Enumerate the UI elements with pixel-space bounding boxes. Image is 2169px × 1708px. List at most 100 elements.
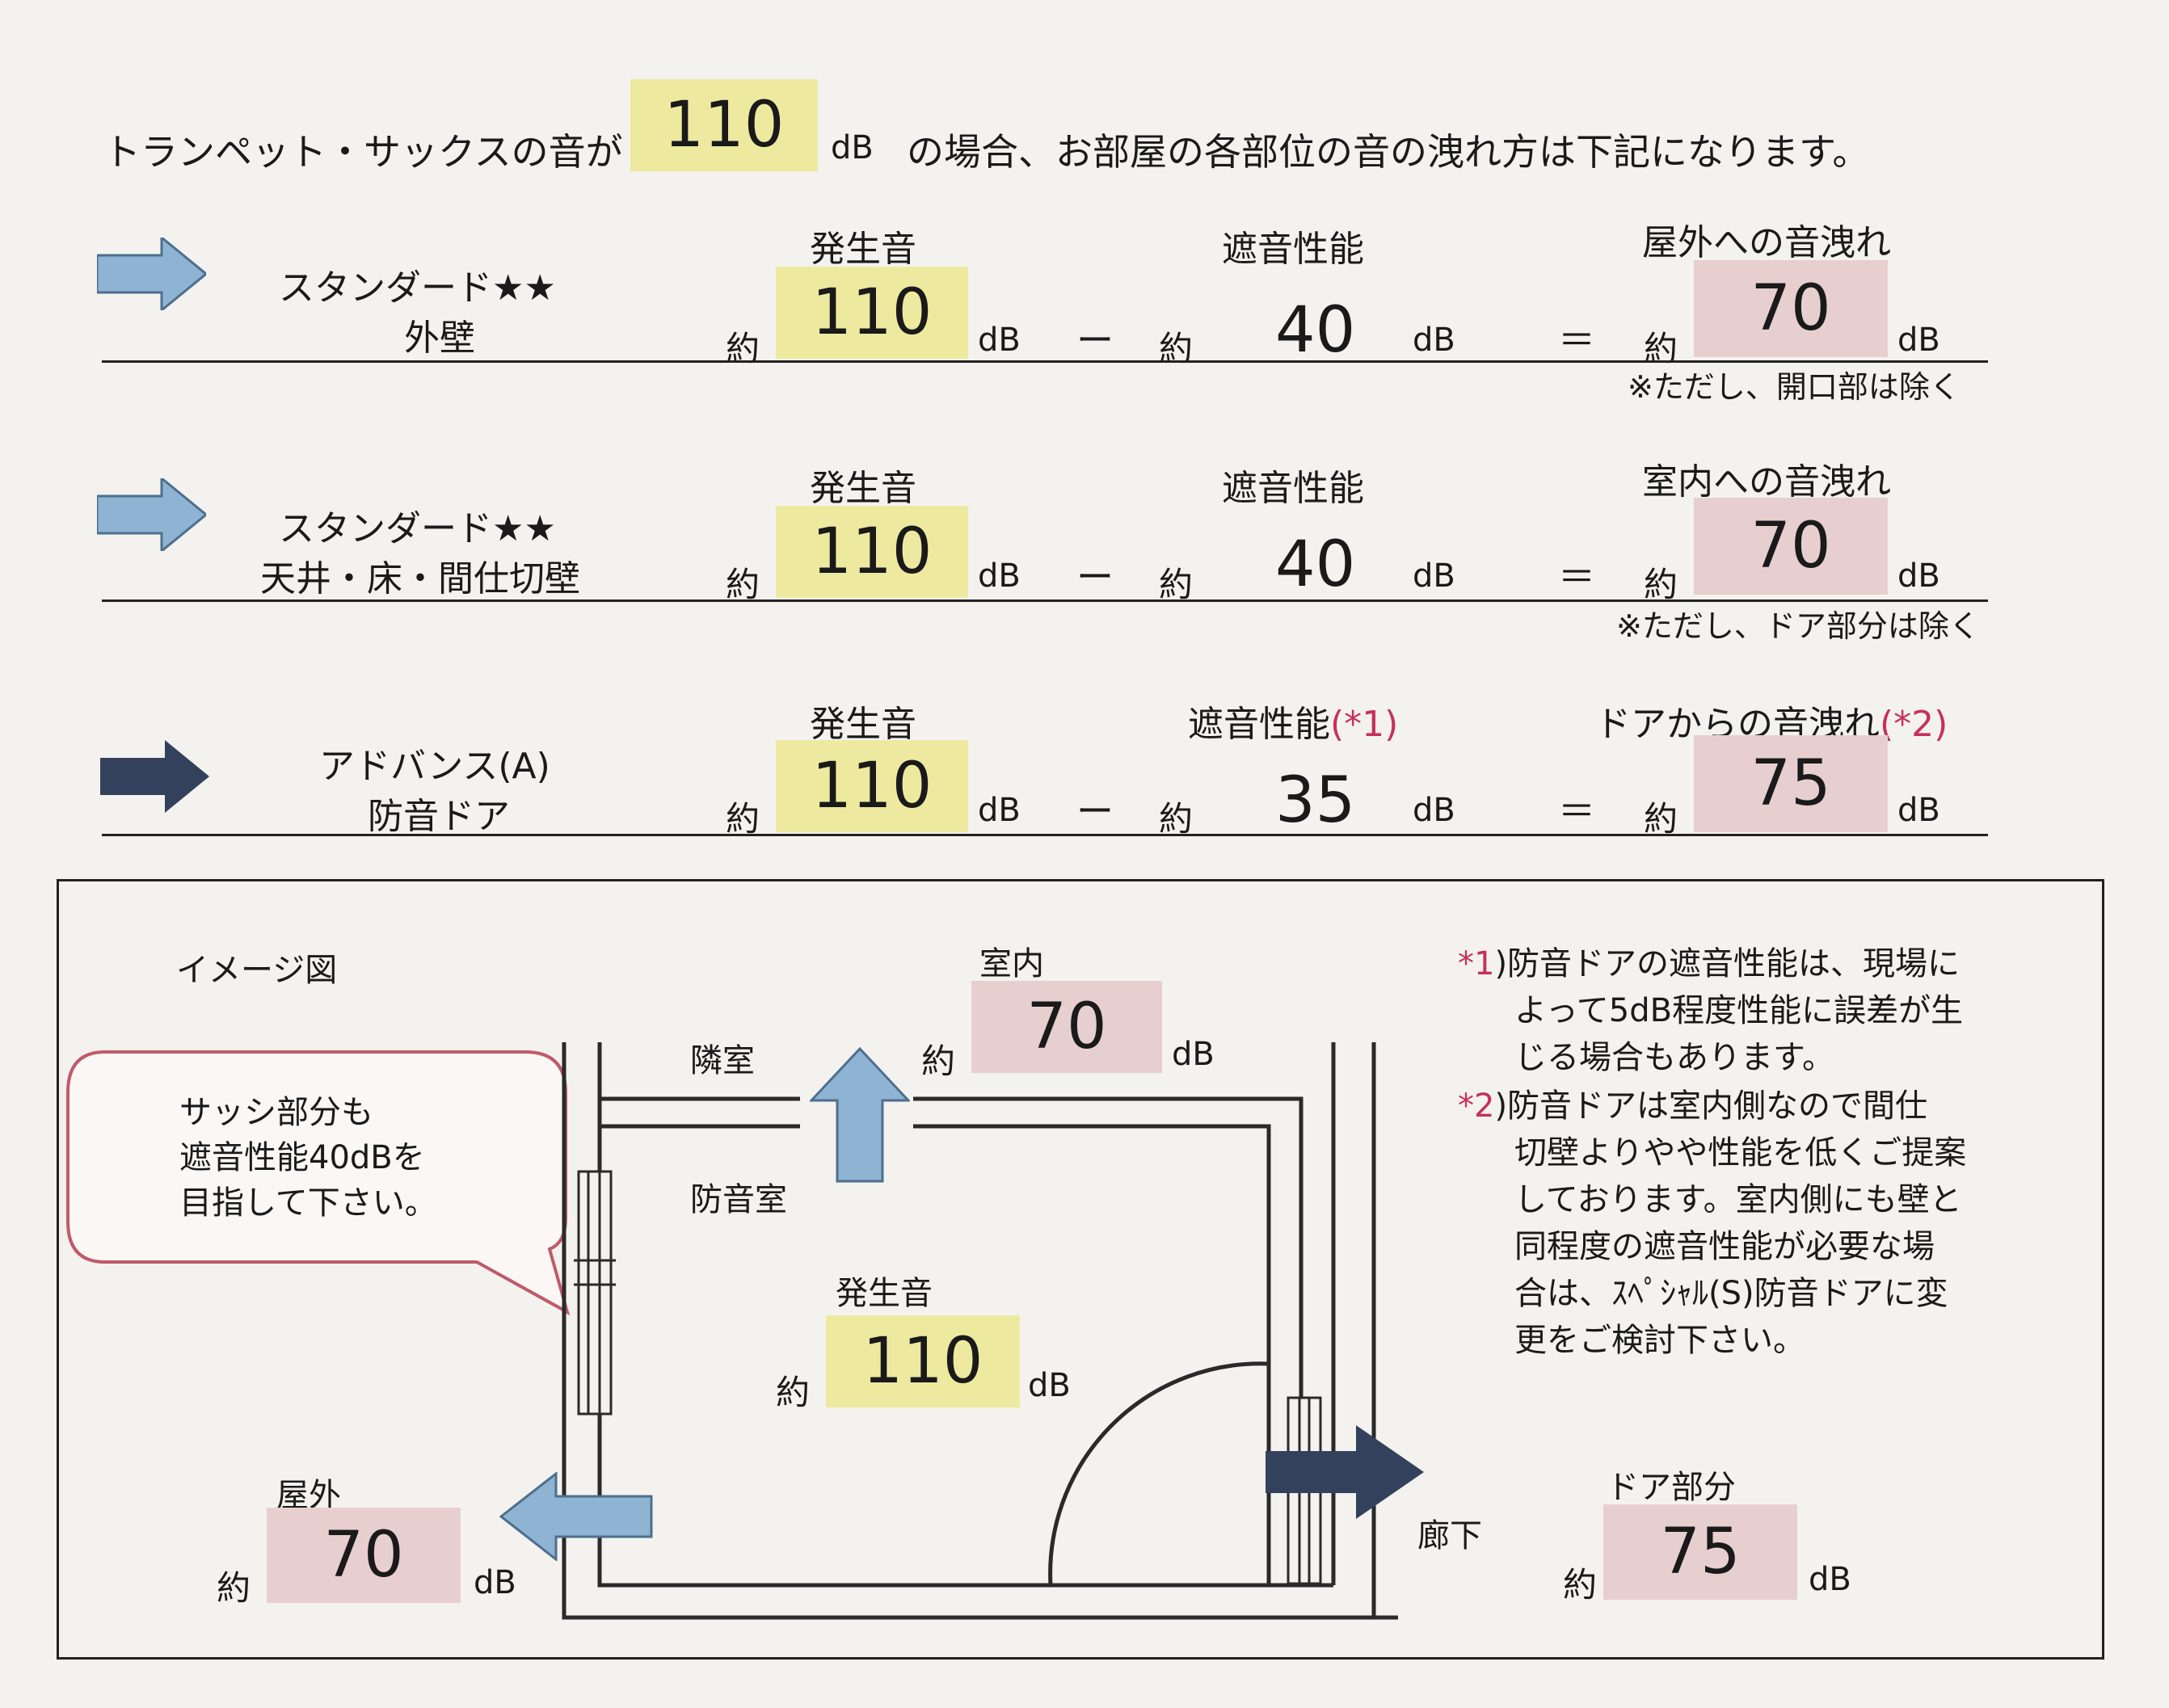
unit-label: dB (978, 322, 1021, 359)
minus-sign: ー (1076, 555, 1114, 599)
arrow-left-icon (499, 1472, 653, 1561)
approx-label: 約 (217, 1568, 251, 1608)
result-value-box: 70 (1694, 260, 1888, 357)
footnote-line: 切壁よりやや性能を低くご提案 (1514, 1134, 1967, 1172)
unit-label: dB (1172, 1036, 1215, 1073)
unit-label: dB (1897, 557, 1940, 595)
approx-label: 約 (1159, 329, 1194, 368)
unit-label: dB (978, 557, 1021, 595)
header-value: 110 (663, 89, 785, 162)
arrow-up-icon (810, 1047, 910, 1183)
soundproof-room-label: 防音室 (690, 1181, 787, 1218)
footnote-line: 更をご検討下さい。 (1514, 1322, 1805, 1359)
insulation-value: 40 (1275, 294, 1356, 367)
minus-sign: ー (1076, 789, 1114, 833)
door-value-box: 75 (1603, 1504, 1797, 1600)
unit-label: dB (978, 792, 1021, 829)
source-value: 110 (862, 1325, 983, 1398)
neighbor-room-label: 隣室 (690, 1042, 755, 1079)
arrow-right-icon (97, 478, 206, 551)
approx-label: 約 (726, 799, 760, 839)
arrow-right-dark-icon (1266, 1425, 1424, 1519)
callout-line: サッシ部分も (179, 1094, 373, 1131)
result-value: 75 (1750, 747, 1831, 820)
door-value: 75 (1660, 1516, 1741, 1588)
diagram-title: イメージ図 (176, 952, 338, 989)
indoor-label: 室内 (979, 945, 1044, 982)
header-suffix: の場合、お部屋の各部位の音の洩れ方は下記になります。 (907, 130, 1870, 174)
unit-label: dB (1028, 1367, 1071, 1404)
callout-line: 目指して下さい。 (179, 1184, 437, 1222)
footnote-line: *1)防音ドアの遮音性能は、現場に (1458, 937, 1960, 984)
approx-label: 約 (776, 1373, 811, 1412)
indoor-value: 70 (1026, 991, 1107, 1063)
row-grade: スタンダード★★ (279, 508, 556, 549)
source-value-box: 110 (776, 506, 968, 598)
footnote-mark: *1 (1458, 945, 1495, 982)
footnote-line: *2)防音ドアは室内側なので間仕 (1458, 1079, 1927, 1126)
minus-sign: ー (1076, 318, 1114, 362)
result-value-box: 70 (1694, 498, 1888, 595)
source-header: 発生音 (810, 229, 916, 270)
approx-label: 約 (1644, 565, 1678, 604)
result-header: 屋外への音洩れ (1642, 222, 1891, 263)
door-part-label: ドア部分 (1607, 1469, 1736, 1506)
source-label: 発生音 (836, 1275, 933, 1312)
approx-label: 約 (1159, 565, 1194, 604)
footnote-mark: (*2) (1880, 704, 1948, 745)
footnote-line: 同程度の遮音性能が必要な場 (1514, 1228, 1935, 1265)
insulation-header-text: 遮音性能 (1188, 704, 1330, 745)
unit-label: dB (1897, 792, 1940, 829)
insulation-value: 40 (1275, 528, 1356, 601)
row-divider (102, 834, 1988, 836)
footnote-text: )防音ドアは室内側なので間仕 (1494, 1087, 1928, 1125)
result-value: 70 (1750, 272, 1831, 345)
callout-bubble (66, 1050, 571, 1316)
footnote-line: じる場合もあります。 (1514, 1039, 1834, 1076)
arrow-right-icon (97, 238, 206, 310)
equals-sign: ＝ (1558, 789, 1595, 833)
row-part: 防音ドア (368, 796, 510, 837)
row-note: ※ただし、開口部は除く (1628, 369, 1961, 405)
header-prefix: トランペット・サックスの音が (103, 130, 623, 174)
approx-label: 約 (726, 329, 760, 368)
footnote-mark: (*1) (1330, 704, 1399, 745)
approx-label: 約 (921, 1041, 956, 1081)
header-value-box: 110 (630, 79, 818, 171)
footnote-line: しております。室内側にも壁と (1514, 1181, 1962, 1218)
result-value: 70 (1750, 510, 1831, 583)
row-divider (102, 599, 1988, 602)
equals-sign: ＝ (1558, 318, 1595, 362)
insulation-value: 35 (1275, 764, 1356, 837)
source-value: 110 (811, 515, 933, 588)
approx-label: 約 (1159, 799, 1194, 839)
outdoor-value-box: 70 (267, 1508, 461, 1603)
corridor-label: 廊下 (1417, 1517, 1482, 1554)
approx-label: 約 (726, 565, 760, 604)
source-value-box: 110 (776, 267, 968, 359)
equals-sign: ＝ (1558, 555, 1595, 599)
source-header: 発生音 (810, 468, 916, 509)
header-unit: dB (831, 129, 874, 166)
unit-label: dB (474, 1564, 516, 1601)
row-grade: スタンダード★★ (279, 267, 556, 309)
row-part: 外壁 (404, 318, 475, 359)
row-note: ※ただし、ドア部分は除く (1616, 608, 1980, 644)
insulation-header: 遮音性能 (1222, 468, 1364, 509)
insulation-header: 遮音性能(*1) (1188, 695, 1398, 747)
footnote-line: 合は、ｽﾍﾟｼｬﾙ(S)防音ドアに変 (1514, 1275, 1948, 1312)
approx-label: 約 (1644, 799, 1678, 839)
callout-line: 遮音性能40dBを (179, 1139, 425, 1176)
source-value: 110 (811, 750, 933, 822)
unit-label: dB (1413, 792, 1455, 829)
unit-label: dB (1897, 322, 1940, 359)
row-grade: アドバンス(A) (319, 746, 550, 787)
unit-label: dB (1809, 1561, 1851, 1598)
row-divider (102, 360, 1988, 363)
diagram-panel (57, 879, 2104, 1660)
source-header: 発生音 (810, 704, 916, 745)
result-header: 室内への音洩れ (1642, 461, 1891, 503)
row-part: 天井・床・間仕切壁 (260, 558, 580, 599)
footnote-text: )防音ドアの遮音性能は、現場に (1494, 945, 1961, 982)
arrow-right-dark-icon (100, 740, 209, 813)
